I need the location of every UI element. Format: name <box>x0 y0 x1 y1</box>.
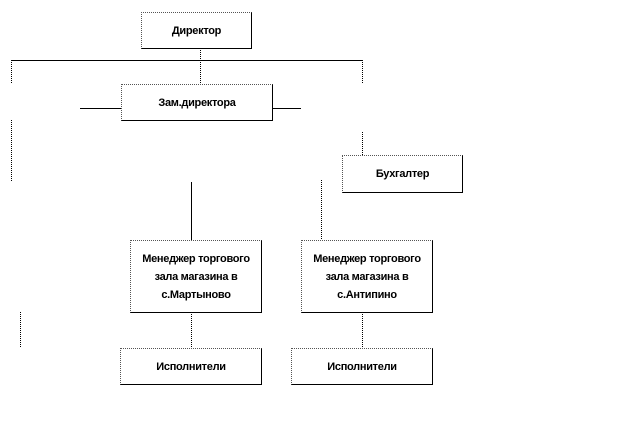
executors-1-label: Исполнители <box>156 360 226 373</box>
manager-martynovo-box: Менеджер торгового зала магазина в с.Мар… <box>130 240 262 313</box>
manager-2-line-1: Менеджер торгового <box>313 252 421 265</box>
executors-box-1: Исполнители <box>120 348 262 385</box>
accountant-box: Бухгалтер <box>342 155 463 193</box>
manager-1-line-1: Менеджер торгового <box>142 252 250 265</box>
manager-2-line-3: с.Антипино <box>337 288 397 301</box>
manager-1-line-2: зала магазина в <box>154 270 238 283</box>
executors-box-2: Исполнители <box>291 348 433 385</box>
deputy-box: Зам.директора <box>121 84 273 121</box>
director-label: Директор <box>171 24 222 37</box>
manager-2-line-2: зала магазина в <box>325 270 409 283</box>
manager-antipino-box: Менеджер торгового зала магазина в с.Ант… <box>301 240 433 313</box>
manager-1-line-3: с.Мартыново <box>161 288 231 301</box>
accountant-label: Бухгалтер <box>375 168 430 180</box>
deputy-label: Зам.директора <box>158 96 236 109</box>
director-box: Директор <box>141 12 252 49</box>
executors-2-label: Исполнители <box>327 360 397 373</box>
